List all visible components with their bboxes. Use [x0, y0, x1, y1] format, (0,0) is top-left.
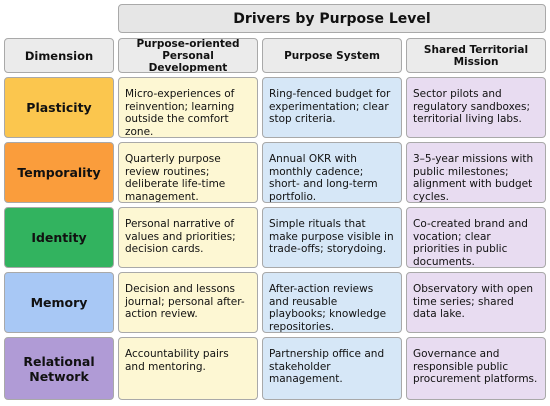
row-plasticity-shared: Sector pilots and regulatory sandboxes; … [406, 77, 546, 138]
dimension-label: Temporality [17, 165, 101, 180]
row-memory-personal: Decision and lessons journal; personal a… [118, 272, 258, 333]
row-memory-dimension: Memory [4, 272, 114, 333]
row-relational-network-personal: Accountability pairs and mentoring. [118, 337, 258, 400]
row-identity-dimension: Identity [4, 207, 114, 268]
header-personal-text: Purpose-oriented Personal Development [136, 38, 240, 73]
header-shared: Shared Territorial Mission [406, 38, 546, 73]
table-title: Drivers by Purpose Level [118, 4, 546, 33]
row-relational-network-system: Partnership office and stakeholder manag… [262, 337, 402, 400]
row-temporality-dimension: Temporality [4, 142, 114, 203]
row-temporality-personal: Quarterly purpose review routines; delib… [118, 142, 258, 203]
row-memory-system: After-action reviews and reusable playbo… [262, 272, 402, 333]
dimension-label: Memory [30, 295, 88, 310]
row-plasticity-dimension: Plasticity [4, 77, 114, 138]
header-dimension-text: Dimension [24, 48, 94, 63]
row-identity-personal: Personal narrative of values and priorit… [118, 207, 258, 268]
header-personal: Purpose-oriented Personal Development [118, 38, 258, 73]
header-system: Purpose System [262, 38, 402, 73]
dimension-label: Identity [31, 230, 87, 245]
row-identity-system: Simple rituals that make purpose visible… [262, 207, 402, 268]
header-shared-text: Shared Territorial Mission [423, 43, 529, 68]
dimension-label: Relational Network [23, 353, 95, 384]
header-system-text: Purpose System [284, 49, 380, 62]
row-temporality-system: Annual OKR with monthly cadence; short- … [262, 142, 402, 203]
header-dimension: Dimension [4, 38, 114, 73]
row-relational-network-shared: Governance and responsible public procur… [406, 337, 546, 400]
row-identity-shared: Co-created brand and vocation; clear pri… [406, 207, 546, 268]
row-memory-shared: Observatory with open time series; share… [406, 272, 546, 333]
row-plasticity-personal: Micro-experiences of reinvention; learni… [118, 77, 258, 138]
row-relational-network-dimension: Relational Network [4, 337, 114, 400]
table-title-text: Drivers by Purpose Level [233, 10, 431, 27]
row-temporality-shared: 3–5-year missions with public milestones… [406, 142, 546, 203]
dimension-label: Plasticity [26, 100, 92, 115]
row-plasticity-system: Ring-fenced budget for experimentation; … [262, 77, 402, 138]
